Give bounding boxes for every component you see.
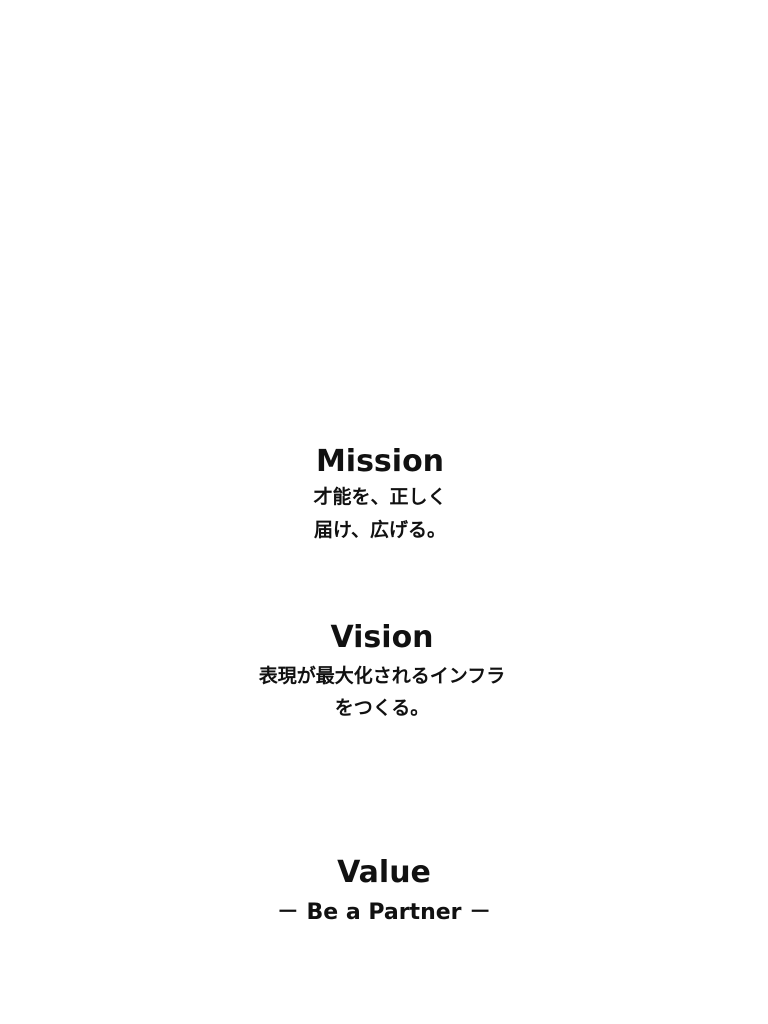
vision-line-1: 表現が最大化されるインフラ [258,665,506,687]
value-subtitle: － Be a Partner － [276,900,492,925]
vision-line-2: をつくる。 [334,697,430,719]
mission-line-2: 届け、広げる。 [313,519,447,541]
vision-title: Vision [330,620,434,655]
mission-line-1: 才能を、正しく [313,486,447,508]
mission-title: Mission [315,444,445,479]
value-title: Value [337,855,431,890]
